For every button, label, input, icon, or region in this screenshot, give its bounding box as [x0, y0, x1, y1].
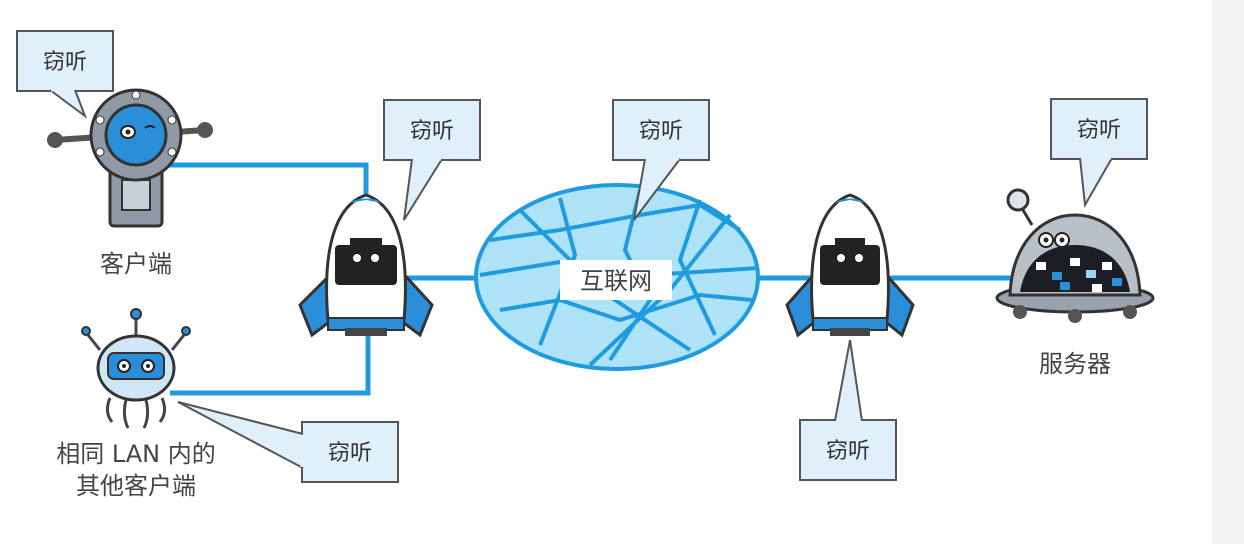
bubble-internet: 窃听: [612, 99, 710, 221]
internet-cloud: 互联网: [474, 183, 760, 371]
internet-label-bg: [560, 260, 672, 300]
internet-label: 互联网: [580, 267, 652, 295]
client-robot: [47, 88, 213, 228]
bubble-router-right-text: 窃听: [826, 439, 870, 464]
bubble-router-left: 窃听: [383, 99, 481, 221]
bubble-router-left-text: 窃听: [410, 119, 454, 144]
server-robot: [995, 188, 1155, 323]
server-label: 服务器: [1039, 350, 1111, 378]
bubble-server: 窃听: [1050, 98, 1148, 209]
bubble-client-text: 窃听: [43, 50, 87, 75]
lan-to-router-line: [170, 330, 371, 396]
bubble-router-right: 窃听: [799, 339, 897, 481]
client-label: 客户端: [100, 250, 172, 278]
lan-client-label-line2: 其他客户端: [76, 472, 196, 500]
lan-client-label-line1: 相同 LAN 内的: [56, 440, 216, 468]
bubble-lan: 窃听: [177, 401, 399, 483]
router-rocket-left: [298, 193, 434, 338]
lan-client-robot: [81, 308, 191, 429]
router-rocket-right: [785, 193, 915, 338]
bubble-server-text: 窃听: [1077, 118, 1121, 143]
page-margin: [1212, 0, 1244, 544]
bubble-client: 窃听: [16, 30, 114, 119]
bubble-internet-text: 窃听: [639, 119, 683, 144]
bubble-lan-text: 窃听: [328, 441, 372, 466]
client-to-router-line: [160, 162, 369, 230]
